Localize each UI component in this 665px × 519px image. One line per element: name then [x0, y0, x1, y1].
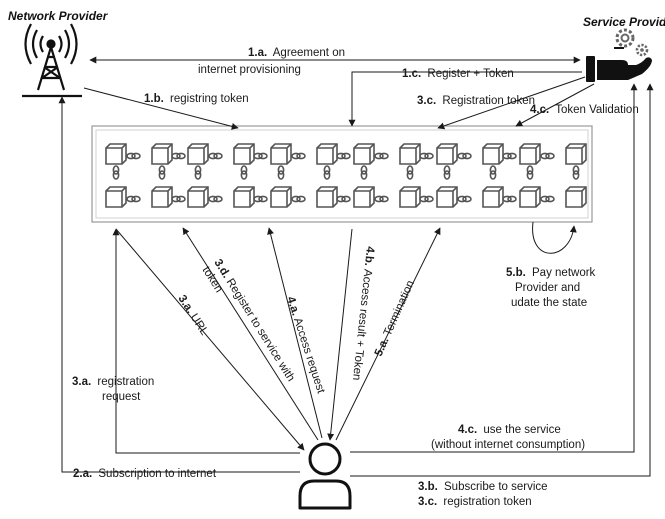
block-cube: [353, 186, 375, 208]
label-4b: 4.b.Access result + Token: [350, 246, 376, 381]
arrow-register-to-service: [182, 227, 319, 441]
block-cube: [399, 143, 421, 165]
blockchain-icon: [91, 125, 593, 223]
label-5b-line2: Provider and: [515, 282, 580, 294]
label-4c-bottom: 4.c. use the service: [458, 424, 561, 436]
label-3a-registration: 3.a. registration: [72, 376, 154, 388]
label-5b-line3: udate the state: [511, 297, 587, 309]
arrow-subscription-internet: [58, 96, 300, 473]
hand-gears-icon: [586, 28, 652, 82]
block-cube: [233, 186, 255, 208]
svg-text:3.a.URL: 3.a.URL: [175, 293, 210, 338]
label-5a: 5.a.Termination: [373, 279, 417, 358]
arrow-registration-request: [112, 228, 300, 454]
block-cube: [233, 143, 255, 165]
block-cube: [316, 186, 338, 208]
label-4c-bottom-line2: (without internet consumption): [431, 439, 585, 451]
block-cube: [565, 143, 587, 165]
block-cube: [519, 186, 541, 208]
label-1b: 1.b. registring token: [144, 93, 249, 105]
block-cube: [436, 186, 458, 208]
label-4c-top: 4.c. Token Validation: [530, 104, 639, 116]
block-cube: [105, 186, 127, 208]
arrow-subscribe-service: [350, 83, 654, 477]
block-cube: [270, 143, 292, 165]
label-3a-url: 3.a.URL: [175, 293, 210, 338]
arrow-registration-token-top: [437, 76, 586, 130]
user-icon: [298, 442, 352, 510]
label-3c-bottom: 3.c. registration token: [418, 496, 532, 508]
label-1a-line2: internet provisioning: [198, 64, 301, 76]
label-3b: 3.b. Subscribe to service: [418, 481, 548, 493]
label-1a: 1.a. Agreement on: [248, 47, 345, 59]
block-cube: [482, 186, 504, 208]
service-provider-title: Service Provider: [583, 15, 665, 29]
arrow-use-service: [350, 83, 638, 453]
block-cube: [151, 143, 173, 165]
arrow-register-token: [348, 71, 582, 127]
arrow-pay-network-provider: [532, 221, 577, 254]
svg-text:4.b.Access result + Token: 4.b.Access result + Token: [350, 246, 376, 381]
label-3a-registration-line2: request: [102, 391, 141, 403]
block-cube: [565, 186, 587, 208]
block-cube: [482, 143, 504, 165]
label-3c-top: 3.c. Registration token: [417, 95, 535, 107]
block-cube: [353, 143, 375, 165]
block-cube: [519, 143, 541, 165]
arrow-url: [115, 228, 305, 451]
label-3d: 3.d.Register to service with token: [200, 257, 297, 384]
arrow-token-validation: [515, 83, 595, 127]
radio-tower-icon: [22, 23, 82, 98]
block-cube: [399, 186, 421, 208]
label-1c: 1.c. Register + Token: [402, 68, 514, 80]
block-cube: [187, 186, 209, 208]
arrow-termination: [335, 227, 441, 441]
block-cube: [316, 143, 338, 165]
label-2a: 2.a. Subscription to internet: [73, 468, 217, 480]
block-cube: [151, 186, 173, 208]
arrow-access-request: [267, 227, 323, 439]
arrow-registering-token: [83, 87, 239, 130]
block-cube: [436, 143, 458, 165]
block-cube: [105, 143, 127, 165]
svg-text:5.a.Termination: 5.a.Termination: [373, 279, 417, 358]
svg-text:3.d.Register to service with: 3.d.Register to service with: [211, 257, 296, 384]
block-cube: [187, 143, 209, 165]
label-5b: 5.b. Pay network: [506, 267, 596, 279]
block-cube: [270, 186, 292, 208]
arrow-access-result: [327, 228, 353, 441]
network-provider-title: Network Provider: [8, 9, 109, 23]
